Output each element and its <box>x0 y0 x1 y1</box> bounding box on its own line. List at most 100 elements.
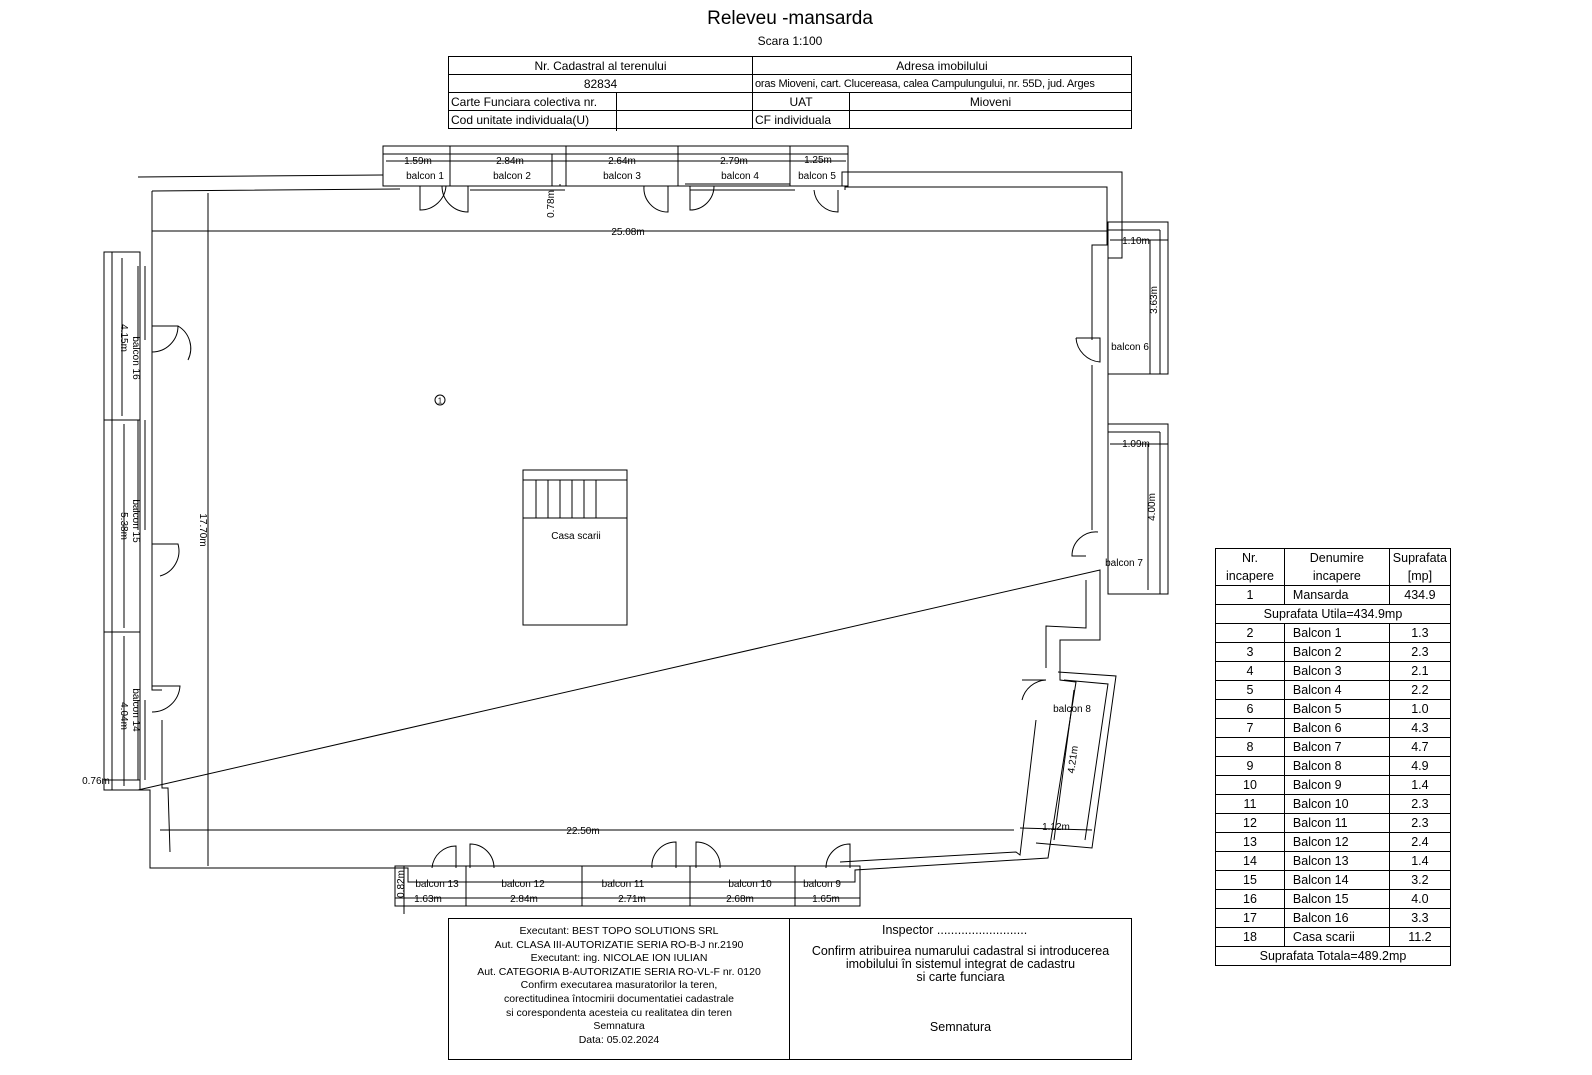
bottom-balcony-band <box>394 865 861 907</box>
cell-name: Balcon 7 <box>1283 737 1390 757</box>
executant-line: Executant: ing. NICOLAE ION IULIAN <box>530 952 708 965</box>
balcony-6-frame <box>1107 221 1169 375</box>
cod-unitate-label: Cod unitate individuala(U) <box>448 110 753 129</box>
room-marker <box>434 394 446 406</box>
dim-b14: 4.04m <box>118 702 129 730</box>
cell-nr: 12 <box>1215 813 1285 833</box>
cell-nr: 8 <box>1215 737 1285 757</box>
label-balcon-12: balcon 12 <box>501 879 545 890</box>
cell-nr: 11 <box>1215 794 1285 814</box>
dim-b8-w: 1.12m <box>1042 822 1070 833</box>
dim-b1: 1.59m <box>404 156 432 167</box>
label-balcon-11: balcon 11 <box>602 879 645 890</box>
dim-depth-top: 0.78m <box>546 190 557 218</box>
dim-depth-bottom: 0.82m <box>396 870 407 898</box>
cell-nr: 5 <box>1215 680 1285 700</box>
dim-b12: 2.84m <box>510 894 538 905</box>
cell-name: Balcon 5 <box>1283 699 1390 719</box>
header-nr: Nr.incapere <box>1215 548 1285 586</box>
dim-b2: 2.84m <box>496 156 524 167</box>
executant-box: Executant: BEST TOPO SOLUTIONS SRL Aut. … <box>448 918 790 1060</box>
dim-top-overall: 25.08m <box>611 227 644 238</box>
dim-b7-h: 4.00m <box>1147 493 1158 521</box>
cell-area: 1.4 <box>1388 851 1452 871</box>
dim-b13: 1.63m <box>414 894 442 905</box>
cell-nr: 13 <box>1215 832 1285 852</box>
label-balcon-16: balcon 16 <box>130 336 141 380</box>
cadastral-info-table: Nr. Cadastral al terenului Adresa imobil… <box>448 56 1132 129</box>
cell-area: 4.9 <box>1388 756 1452 776</box>
executant-line: corectitudinea întocmirii documentatiei … <box>504 992 734 1005</box>
dim-b6-w: 1.10m <box>1122 236 1150 247</box>
dim-bottom-overall: 22.50m <box>566 826 599 837</box>
cell-area: 2.2 <box>1388 680 1452 700</box>
label-balcon-4: balcon 4 <box>721 171 759 182</box>
suprafata-utila-row: Suprafata Utila=434.9mp <box>1215 604 1451 624</box>
executant-line: Confirm executarea masuratorilor la tere… <box>520 979 718 992</box>
label-balcon-5: balcon 5 <box>798 171 836 182</box>
door-swing <box>419 185 447 211</box>
cell-name: Balcon 14 <box>1283 870 1390 890</box>
room-marker-number: 1 <box>438 397 443 406</box>
cell-nr: 4 <box>1215 661 1285 681</box>
top-balcony-band <box>382 145 849 187</box>
inspector-box: Inspector .......................... Con… <box>789 918 1132 1060</box>
dim-b9: 1.65m <box>812 894 840 905</box>
cell-nr: 9 <box>1215 756 1285 776</box>
executant-line: Aut. CATEGORIA B-AUTORIZATIE SERIA RO-VL… <box>477 965 761 978</box>
floor-plan: 25.08m 22.50m 17.70m 1.59m 2.84m 2.64m 2… <box>82 145 1169 914</box>
label-balcon-14: balcon 14 <box>130 688 141 732</box>
cell-area: 2.4 <box>1388 832 1452 852</box>
dim-b7-w: 1.09m <box>1122 439 1150 450</box>
suprafata-totala: Suprafata Totala=489.2mp <box>1215 946 1451 966</box>
label-balcon-7: balcon 7 <box>1105 558 1143 569</box>
label-balcon-9: balcon 9 <box>803 879 841 890</box>
carte-divider <box>616 93 617 131</box>
executant-line: Aut. CLASA III-AUTORIZATIE SERIA RO-B-J … <box>494 938 744 951</box>
cell-name: Balcon 4 <box>1283 680 1390 700</box>
executant-line: Semnatura <box>593 1020 645 1033</box>
header-suprafata: Suprafata[mp] <box>1388 548 1452 586</box>
cell-area: 11.2 <box>1388 927 1452 947</box>
label-balcon-3: balcon 3 <box>603 171 641 182</box>
inspector-confirm: Confirm atribuirea numarului cadastral s… <box>811 944 1110 958</box>
cell-name: Balcon 3 <box>1283 661 1390 681</box>
cell-name: Casa scarii <box>1283 927 1390 947</box>
label-balcon-6: balcon 6 <box>1111 342 1149 353</box>
cell-name: Balcon 8 <box>1283 756 1390 776</box>
cell-area: 2.3 <box>1388 794 1452 814</box>
cell-name: Balcon 1 <box>1283 623 1390 643</box>
cell-name: Balcon 13 <box>1283 851 1390 871</box>
dim-b4: 2.79m <box>720 156 748 167</box>
cell-area: 3.2 <box>1388 870 1452 890</box>
dim-b3: 2.64m <box>608 156 636 167</box>
inspector-title: Inspector .......................... <box>882 923 1028 937</box>
cell-area: 1.4 <box>1388 775 1452 795</box>
cell-area: 4.0 <box>1388 889 1452 909</box>
left-balcony-band <box>103 251 141 791</box>
cell-nr: 7 <box>1215 718 1285 738</box>
label-balcon-2: balcon 2 <box>493 171 531 182</box>
inspector-confirm: imobilului în sistemul integrat de cadas… <box>845 957 1076 971</box>
label-balcon-13: balcon 13 <box>415 879 459 890</box>
suprafata-utila: Suprafata Utila=434.9mp <box>1215 604 1451 624</box>
cell-area: 2.3 <box>1388 813 1452 833</box>
casa-scarii-label: Casa scarii <box>551 531 600 542</box>
dim-b8-h: 4.21m <box>1066 745 1081 774</box>
suprafata-totala-row: Suprafata Totala=489.2mp <box>1215 946 1451 966</box>
dim-b5: 1.25m <box>804 155 832 166</box>
inner-wall <box>151 186 1108 863</box>
cell-nr: 3 <box>1215 642 1285 662</box>
executant-date: Data: 05.02.2024 <box>578 1033 660 1046</box>
label-balcon-10: balcon 10 <box>728 879 772 890</box>
